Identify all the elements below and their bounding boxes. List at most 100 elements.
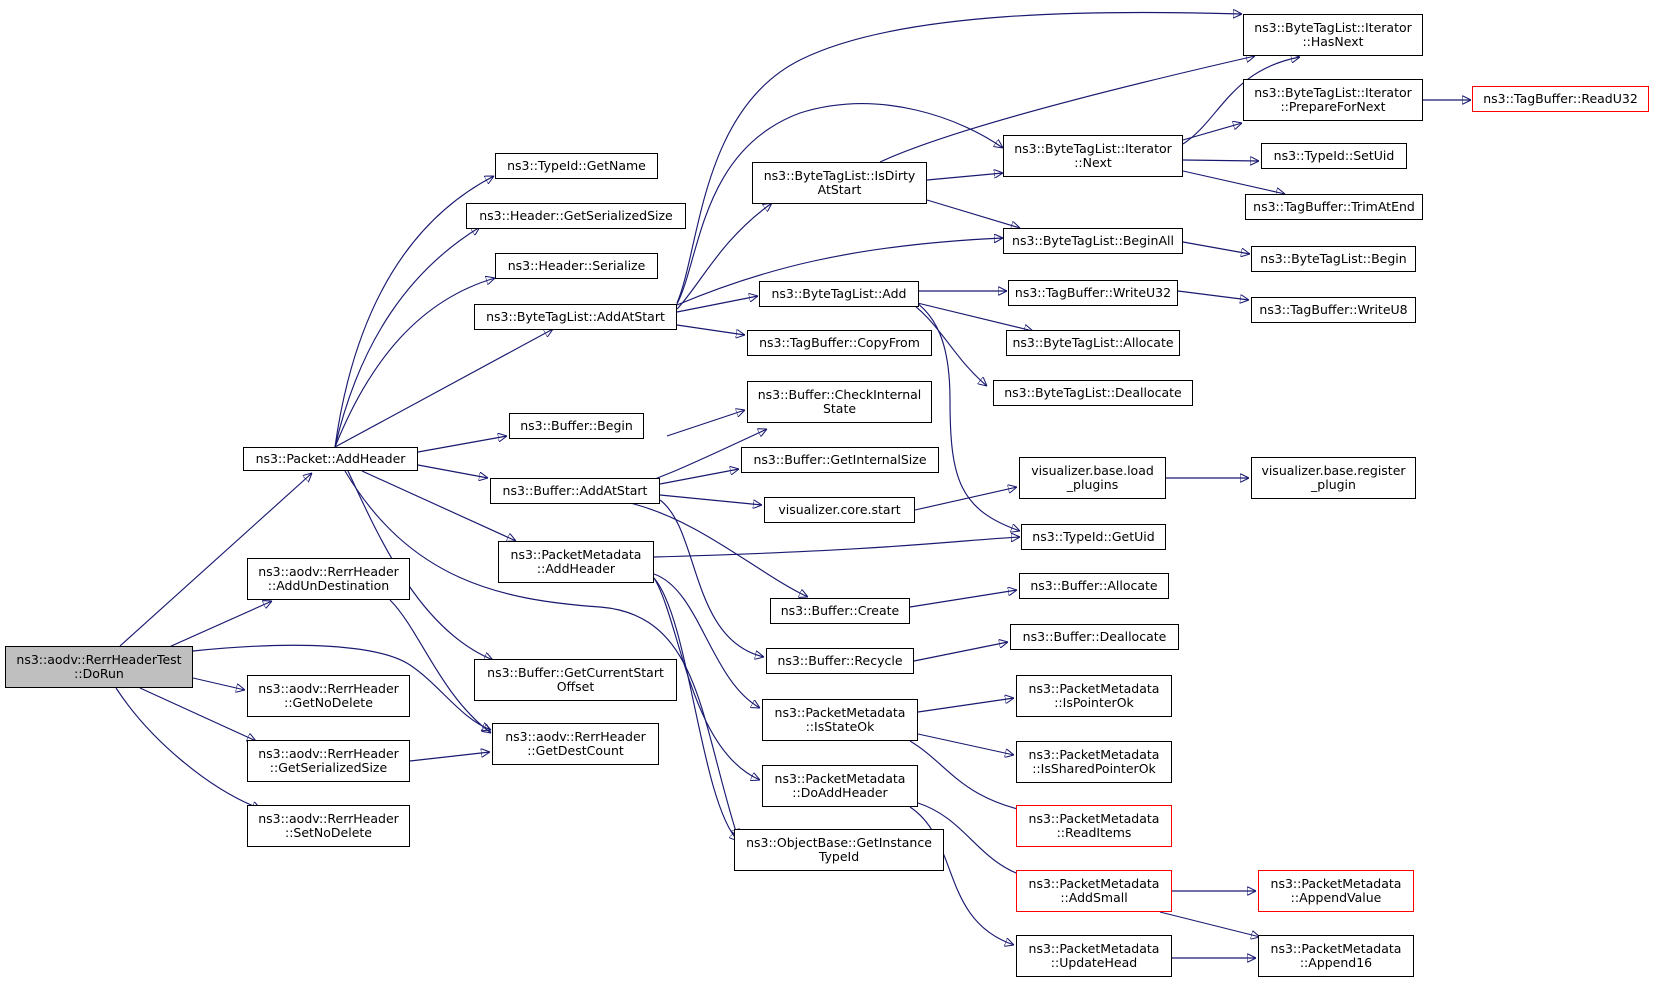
call-edge-btl_it_prepare xyxy=(1182,123,1242,141)
node-label-line: ns3::aodv::RerrHeader xyxy=(505,729,646,744)
node-label-line: ns3::ByteTagList::Deallocate xyxy=(1004,385,1182,400)
node-label-line: ::Next xyxy=(1074,155,1112,170)
call-edge-setnodelete xyxy=(115,687,261,809)
node-pm-isstateok[interactable]: ns3::PacketMetadata::IsStateOk xyxy=(762,699,918,741)
call-edge-getdestcount xyxy=(409,752,490,762)
node-pm-appendvalue[interactable]: ns3::PacketMetadata::AppendValue xyxy=(1258,870,1414,912)
node-pm-append16[interactable]: ns3::PacketMetadata::Append16 xyxy=(1258,935,1414,977)
call-edge-buffer_checkinternal xyxy=(666,410,745,437)
node-header-getserialized[interactable]: ns3::Header::GetSerializedSize xyxy=(466,203,686,229)
node-label-line: ::AddHeader xyxy=(536,561,616,576)
call-edge-typeid_setuid xyxy=(1182,160,1259,161)
node-typeid-getname[interactable]: ns3::TypeId::GetName xyxy=(495,153,658,179)
node-btl-addatstart[interactable]: ns3::ByteTagList::AddAtStart xyxy=(474,304,677,330)
node-viz-core-start[interactable]: visualizer.core.start xyxy=(764,497,915,523)
node-label-line: ns3::PacketMetadata xyxy=(1270,941,1402,956)
node-tb-writeu8[interactable]: ns3::TagBuffer::WriteU8 xyxy=(1251,297,1416,323)
node-getdestcount[interactable]: ns3::aodv::RerrHeader::GetDestCount xyxy=(492,723,659,765)
call-edge-header_serialize xyxy=(334,278,495,448)
node-btl-add[interactable]: ns3::ByteTagList::Add xyxy=(759,281,919,307)
node-pm-readitems[interactable]: ns3::PacketMetadata::ReadItems xyxy=(1016,805,1172,847)
node-label-line: ns3::ByteTagList::IsDirty xyxy=(763,168,916,183)
call-edge-getserialized_rerr xyxy=(139,687,256,741)
call-edge-btl_it_next xyxy=(676,103,1003,305)
call-edge-btl_begin xyxy=(1182,241,1250,254)
call-edge-buffer_deallocate xyxy=(913,642,1008,662)
call-edge-pm_isstateok xyxy=(653,573,760,708)
node-label-line: ns3::ByteTagList::BeginAll xyxy=(1012,233,1174,248)
node-buffer-create[interactable]: ns3::Buffer::Create xyxy=(770,598,910,624)
node-label-line: ::HasNext xyxy=(1302,34,1364,49)
node-label-line: ::IsStateOk xyxy=(805,719,875,734)
call-edge-viz_load_plugins xyxy=(914,487,1017,511)
call-edge-btl_it_hasnext xyxy=(879,56,1255,163)
node-pm-issharedpointerok[interactable]: ns3::PacketMetadata::IsSharedPointerOk xyxy=(1016,741,1172,783)
node-label-line: ns3::TagBuffer::TrimAtEnd xyxy=(1253,199,1415,214)
node-label-line: ns3::PacketMetadata xyxy=(1028,811,1160,826)
node-pkt-addheader[interactable]: ns3::Packet::AddHeader xyxy=(243,447,418,471)
node-getnodelete[interactable]: ns3::aodv::RerrHeader::GetNoDelete xyxy=(247,675,410,717)
node-btl-it-prepare[interactable]: ns3::ByteTagList::Iterator::PrepareForNe… xyxy=(1243,79,1423,121)
node-buffer-begin[interactable]: ns3::Buffer::Begin xyxy=(509,413,644,439)
call-edge-tb_copyfrom xyxy=(676,324,745,335)
node-label-line: ns3::TagBuffer::ReadU32 xyxy=(1483,91,1638,106)
node-btl-begin[interactable]: ns3::ByteTagList::Begin xyxy=(1251,246,1416,272)
node-btl-allocate[interactable]: ns3::ByteTagList::Allocate xyxy=(1006,330,1180,356)
node-label-line: ns3::Buffer::CheckInternal xyxy=(757,387,922,402)
node-btl-it-next[interactable]: ns3::ByteTagList::Iterator::Next xyxy=(1003,135,1183,177)
call-edge-tb_trimatend xyxy=(1182,170,1285,194)
node-tb-readu32[interactable]: ns3::TagBuffer::ReadU32 xyxy=(1472,86,1649,112)
node-label-line: ns3::PacketMetadata xyxy=(1028,681,1160,696)
node-buffer-addatstart[interactable]: ns3::Buffer::AddAtStart xyxy=(490,478,660,504)
call-edge-buffer_recycle xyxy=(659,499,764,657)
node-label-line: ns3::aodv::RerrHeader xyxy=(258,564,399,579)
call-edge-buffer_allocate xyxy=(909,590,1017,608)
node-label-line: ns3::ByteTagList::Begin xyxy=(1260,251,1407,266)
node-label-line: ns3::PacketMetadata xyxy=(1028,747,1160,762)
node-header-serialize[interactable]: ns3::Header::Serialize xyxy=(495,253,658,279)
node-buffer-allocate[interactable]: ns3::Buffer::Allocate xyxy=(1019,573,1169,599)
call-edge-btl_it_next xyxy=(926,173,1003,181)
node-label-line: ns3::TypeId::SetUid xyxy=(1273,148,1395,163)
node-label-line: ::PrepareForNext xyxy=(1280,99,1386,114)
node-buffer-deallocate[interactable]: ns3::Buffer::Deallocate xyxy=(1010,624,1179,650)
node-btl-beginall[interactable]: ns3::ByteTagList::BeginAll xyxy=(1003,228,1183,254)
node-tb-writeu32[interactable]: ns3::TagBuffer::WriteU32 xyxy=(1008,280,1178,306)
node-buffer-recycle[interactable]: ns3::Buffer::Recycle xyxy=(766,648,914,674)
node-typeid-setuid[interactable]: ns3::TypeId::SetUid xyxy=(1261,143,1407,169)
node-label-line: ns3::Header::GetSerializedSize xyxy=(479,208,673,223)
node-viz-register-plugin[interactable]: visualizer.base.register_plugin xyxy=(1251,457,1416,499)
node-pm-addheader[interactable]: ns3::PacketMetadata::AddHeader xyxy=(498,541,654,583)
node-label-line: ns3::Buffer::GetInternalSize xyxy=(753,452,927,467)
node-tb-trimatend[interactable]: ns3::TagBuffer::TrimAtEnd xyxy=(1245,194,1423,220)
call-edge-pkt_addheader xyxy=(119,473,312,647)
node-label-line: ns3::ObjectBase::GetInstance xyxy=(746,835,932,850)
node-pm-updatehead[interactable]: ns3::PacketMetadata::UpdateHead xyxy=(1016,935,1172,977)
node-pm-doaddheader[interactable]: ns3::PacketMetadata::DoAddHeader xyxy=(762,765,918,807)
node-typeid-getuid[interactable]: ns3::TypeId::GetUid xyxy=(1021,524,1166,550)
node-pm-addsmall[interactable]: ns3::PacketMetadata::AddSmall xyxy=(1016,870,1172,912)
node-label-line: ::SetNoDelete xyxy=(284,825,373,840)
call-edge-pm_readitems xyxy=(909,740,1040,814)
node-label-line: ns3::ByteTagList::Iterator xyxy=(1254,85,1412,100)
node-btl-it-hasnext[interactable]: ns3::ByteTagList::Iterator::HasNext xyxy=(1243,14,1423,56)
node-pm-ispointerok[interactable]: ns3::PacketMetadata::IsPointerOk xyxy=(1016,675,1172,717)
call-edge-getdestcount xyxy=(389,599,491,733)
node-viz-load-plugins[interactable]: visualizer.base.load_plugins xyxy=(1019,457,1166,499)
node-label-line: ns3::TagBuffer::CopyFrom xyxy=(759,335,920,350)
node-label-line: ns3::ByteTagList::Iterator xyxy=(1014,141,1172,156)
node-btl-deallocate[interactable]: ns3::ByteTagList::Deallocate xyxy=(993,380,1193,406)
node-addundest[interactable]: ns3::aodv::RerrHeader::AddUnDestination xyxy=(247,558,410,600)
node-setnodelete[interactable]: ns3::aodv::RerrHeader::SetNoDelete xyxy=(247,805,410,847)
call-edge-pm_append16 xyxy=(1159,911,1260,937)
node-label-line: ::Append16 xyxy=(1299,955,1373,970)
node-getserialized-rerr[interactable]: ns3::aodv::RerrHeader::GetSerializedSize xyxy=(247,740,410,782)
node-label-line: ns3::PacketMetadata xyxy=(1270,876,1402,891)
node-buffer-getinternalsize[interactable]: ns3::Buffer::GetInternalSize xyxy=(741,447,939,473)
node-label-line: visualizer.base.load xyxy=(1031,463,1154,478)
node-tb-copyfrom[interactable]: ns3::TagBuffer::CopyFrom xyxy=(747,330,932,356)
